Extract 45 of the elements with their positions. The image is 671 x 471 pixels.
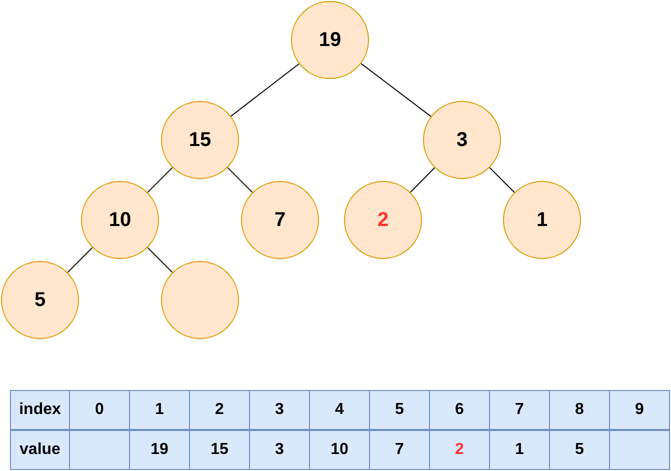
table-cell: 5 [369,390,430,430]
table-cell: 10 [309,430,370,470]
row-header-cell: index [10,390,70,430]
tree-node-circle [423,101,501,179]
table-cell: 1 [129,390,190,430]
tree-edge-line [489,167,515,193]
table-cell: 2 [189,390,250,430]
tree-node-circle [161,101,239,179]
tree-edge-line [147,167,173,193]
table-cell: 3 [249,430,310,470]
table-cell: 1 [489,430,550,470]
table-cell: 0 [69,390,130,430]
table-cell: 15 [189,430,250,470]
tree-node-circle [344,181,422,259]
tree-edge-line [227,167,253,193]
table-cell: 7 [489,390,550,430]
node-value: 3 [456,128,468,152]
node-value: 7 [274,208,286,232]
tree-edge-line [67,247,93,273]
row-header-cell: value [10,430,70,470]
node-value: 10 [108,208,132,232]
table-cell: 9 [609,390,670,430]
table-cell: 5 [549,430,610,470]
node-value: 19 [318,28,342,52]
tree-node-circle [241,181,319,259]
table-cell: 7 [369,430,430,470]
table-cell: 19 [129,430,190,470]
tree-edge-line [360,63,432,117]
node-value: 5 [34,288,46,312]
tree-node-circle [1,261,79,339]
tree-node-circle [81,181,159,259]
tree-edge-line [230,63,300,117]
tree-node-circle [503,181,581,259]
tree-node-circle [161,261,239,339]
tree-edge-line [410,167,436,193]
table-cell: 2 [429,430,490,470]
node-value: 15 [188,128,212,152]
tree-edge-line [147,247,173,273]
node-value: 2 [377,208,389,232]
table-cell: 6 [429,390,490,430]
node-value: 1 [536,208,548,232]
table-cell: 3 [249,390,310,430]
table-cell: 4 [309,390,370,430]
tree-node-circle [291,1,369,79]
table-cell: 8 [549,390,610,430]
